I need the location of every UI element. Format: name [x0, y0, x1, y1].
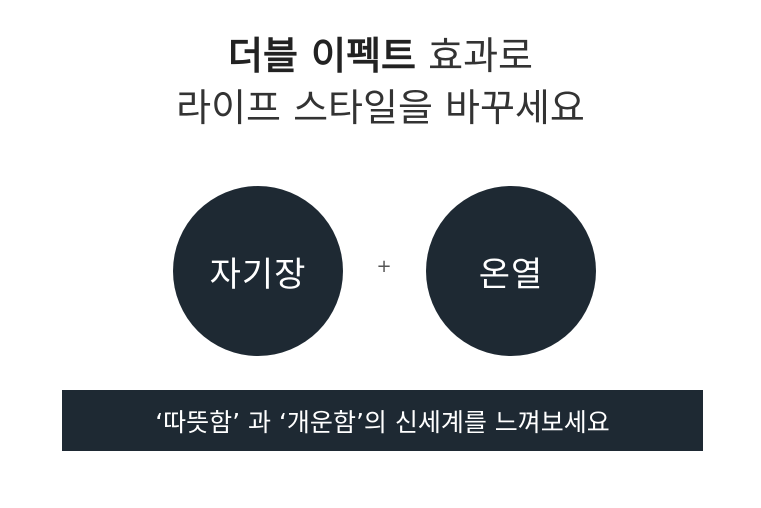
feature-circle-magnetic: 자기장 — [173, 186, 343, 356]
plus-sign: + — [376, 256, 392, 277]
tagline-text: ‘따뜻함’ 과 ‘개운함’의 신세계를 느껴보세요 — [155, 407, 610, 437]
feature-label-magnetic: 자기장 — [209, 254, 307, 295]
feature-label-heat: 온열 — [478, 254, 544, 295]
headline-line-2: 라이프 스타일을 바꾸세요 — [176, 86, 585, 130]
headline-bold-text: 더블 이펙트 — [227, 34, 417, 78]
headline-light-text: 효과로 — [428, 34, 533, 78]
headline-line-1: 더블 이펙트 효과로 — [0, 30, 761, 82]
tagline-banner: ‘따뜻함’ 과 ‘개운함’의 신세계를 느껴보세요 — [62, 390, 703, 451]
feature-circle-heat: 온열 — [426, 186, 596, 356]
headline: 더블 이펙트 효과로 라이프 스타일을 바꾸세요 — [0, 30, 761, 134]
